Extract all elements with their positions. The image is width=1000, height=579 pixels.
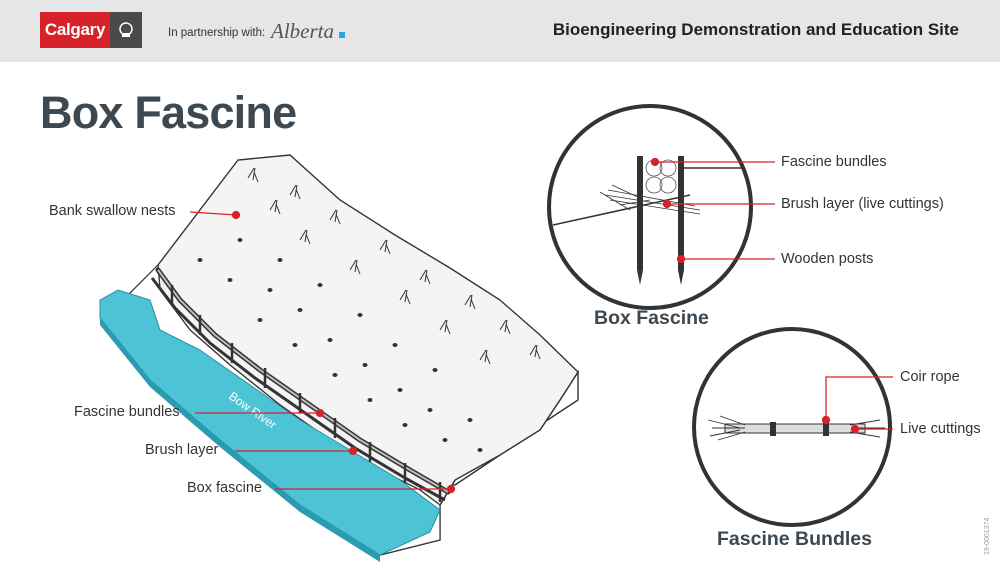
- main-leaders: [189, 210, 456, 494]
- label-brush-layer: Brush layer: [145, 442, 219, 458]
- detail2-label-live-cuttings: Live cuttings: [900, 421, 981, 437]
- alberta-logo[interactable]: Alberta: [271, 19, 334, 43]
- label-bank-swallow-nests: Bank swallow nests: [49, 203, 176, 219]
- calgary-logo-text: Calgary: [44, 20, 106, 39]
- document-code: 19-0001374: [984, 517, 991, 555]
- detail-circle-box-fascine: [547, 104, 775, 310]
- detail1-label-wooden-posts: Wooden posts: [781, 251, 874, 267]
- label-fascine-bundles: Fascine bundles: [74, 404, 180, 420]
- alberta-logo-mark: [339, 32, 345, 38]
- detail1-label-fascine-bundles: Fascine bundles: [781, 154, 887, 170]
- grass-tufts: [247, 167, 541, 365]
- page-title: Box Fascine: [40, 87, 297, 138]
- detail2-label-coir-rope: Coir rope: [900, 369, 960, 385]
- nest-holes: [197, 238, 483, 452]
- detail-circle-fascine-bundles: [692, 327, 893, 527]
- label-box-fascine: Box fascine: [187, 480, 262, 496]
- header-bar: Calgary In partnership with: Alberta Bio…: [0, 0, 1000, 62]
- detail1-caption: Box Fascine: [594, 307, 709, 329]
- detail1-label-brush-layer: Brush layer (live cuttings): [781, 196, 944, 212]
- site-title: Bioengineering Demonstration and Educati…: [552, 20, 959, 39]
- box-fascine-structure: [150, 267, 451, 502]
- crest-icon: [110, 12, 142, 48]
- partner-text: In partnership with:: [168, 27, 266, 39]
- calgary-logo[interactable]: Calgary: [40, 12, 110, 48]
- detail2-caption: Fascine Bundles: [717, 528, 872, 550]
